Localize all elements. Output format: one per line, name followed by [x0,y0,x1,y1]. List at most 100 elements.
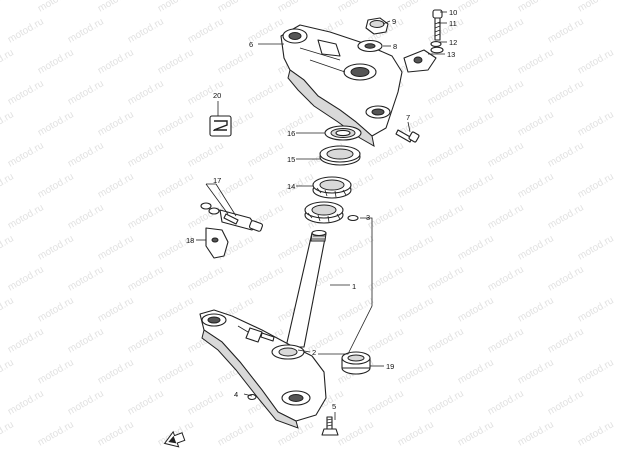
lower-bracket-screw [260,332,275,342]
clamp-bolt [432,9,443,41]
watermark-text: motod.ru [516,357,556,386]
callout-4: 4 [234,390,238,399]
watermark-text: motod.ru [456,357,496,386]
watermark-text: motod.ru [486,326,526,355]
watermark-text: motod.ru [396,295,436,324]
front-arrow-icon [163,430,186,448]
watermark-text: motod.ru [426,264,466,293]
watermark-text: motod.ru [426,140,466,169]
callout-13: 13 [447,50,455,59]
callout-18: 18 [186,236,194,245]
steering-stem [285,229,327,348]
watermark-text: motod.ru [186,140,226,169]
watermark-text: motod.ru [66,140,106,169]
watermark-text: motod.ru [456,171,496,200]
watermark-text: motod.ru [6,326,46,355]
lock-cover [205,227,229,259]
watermark-text: motod.ru [276,0,316,15]
watermark-text: motod.ru [246,78,286,107]
watermark-text: motod.ru [156,47,196,76]
callout-15: 15 [287,155,295,164]
watermark-text: motod.ru [126,388,166,417]
watermark-text: motod.ru [6,78,46,107]
watermark-text: motod.ru [546,78,586,107]
watermark-text: motod.ru [66,388,106,417]
watermark-text: motod.ru [96,0,136,15]
watermark-text: motod.ru [576,0,616,15]
watermark-text: motod.ru [186,16,226,45]
callout-10: 10 [449,8,457,17]
washer [357,39,383,53]
watermark-text: motod.ru [36,419,76,448]
watermark-text: motod.ru [546,388,586,417]
watermark-text: motod.ru [66,202,106,231]
watermark-text: motod.ru [96,47,136,76]
steering-lock [200,202,263,232]
watermark-text: motod.ru [576,109,616,138]
watermark-text: motod.ru [156,171,196,200]
bearing-race [319,145,361,166]
watermark-text: motod.ru [186,388,226,417]
watermark-text: motod.ru [66,16,106,45]
watermark-text: motod.ru [126,78,166,107]
watermark-text: motod.ru [516,295,556,324]
callout-1: 1 [352,282,356,291]
watermark-text: motod.ru [366,326,406,355]
watermark-text: motod.ru [456,47,496,76]
watermark-text: motod.ru [396,357,436,386]
watermark-text: motod.ru [426,388,466,417]
stem-bolt [321,416,339,436]
callout-19: 19 [386,362,394,371]
watermark-text: motod.ru [36,295,76,324]
watermark-text: motod.ru [396,419,436,448]
watermark-text: motod.ru [66,78,106,107]
watermark-text: motod.ru [516,171,556,200]
watermark-text: motod.ru [396,0,436,15]
watermark-text: motod.ru [246,140,286,169]
watermark-text: motod.ru [486,140,526,169]
cap-nut [365,17,389,35]
watermark-text: motod.ru [36,109,76,138]
watermark-text: motod.ru [0,419,16,448]
watermark-text: motod.ru [546,140,586,169]
flat-washer [430,46,444,54]
watermark-text: motod.ru [276,109,316,138]
watermark-text: motod.ru [0,109,16,138]
callout-2: 2 [312,348,316,357]
callout-6: 6 [249,40,253,49]
callout-labels: 1 2 3 4 5 6 7 8 9 10 11 12 13 14 15 16 1… [186,8,457,411]
callout-12: 12 [449,38,457,47]
watermark-text: motod.ru [6,388,46,417]
watermark-text: motod.ru [336,233,376,262]
watermark-text: motod.ru [126,264,166,293]
watermark-text: motod.ru [396,171,436,200]
callout-16: 16 [287,129,295,138]
watermark-text: motod.ru [576,419,616,448]
dust-seal [324,125,362,141]
watermark-text: motod.ru [96,357,136,386]
watermark-text: motod.ru [0,171,16,200]
watermark-text: motod.ru [96,419,136,448]
watermark-text: motod.ru [0,357,16,386]
watermark-text: motod.ru [366,388,406,417]
callout-8: 8 [393,42,397,51]
watermark-text: motod.ru [456,295,496,324]
watermark-text: motod.ru [126,140,166,169]
watermark-text: motod.ru [66,264,106,293]
taper-bearing [312,176,352,199]
watermark-text: motod.ru [546,264,586,293]
callout-14: 14 [287,182,295,191]
handlebar-clamp [403,49,437,73]
watermark-text: motod.ru [96,109,136,138]
watermark-text: motod.ru [66,326,106,355]
watermark-text: motod.ru [216,419,256,448]
callout-3: 3 [366,213,370,222]
watermark-text: motod.ru [516,233,556,262]
watermark-text: motod.ru [216,47,256,76]
watermark-text: motod.ru [486,202,526,231]
watermark-text: motod.ru [96,171,136,200]
watermark-text: motod.ru [576,357,616,386]
callout-7: 7 [406,113,410,122]
watermark-text: motod.ru [486,264,526,293]
